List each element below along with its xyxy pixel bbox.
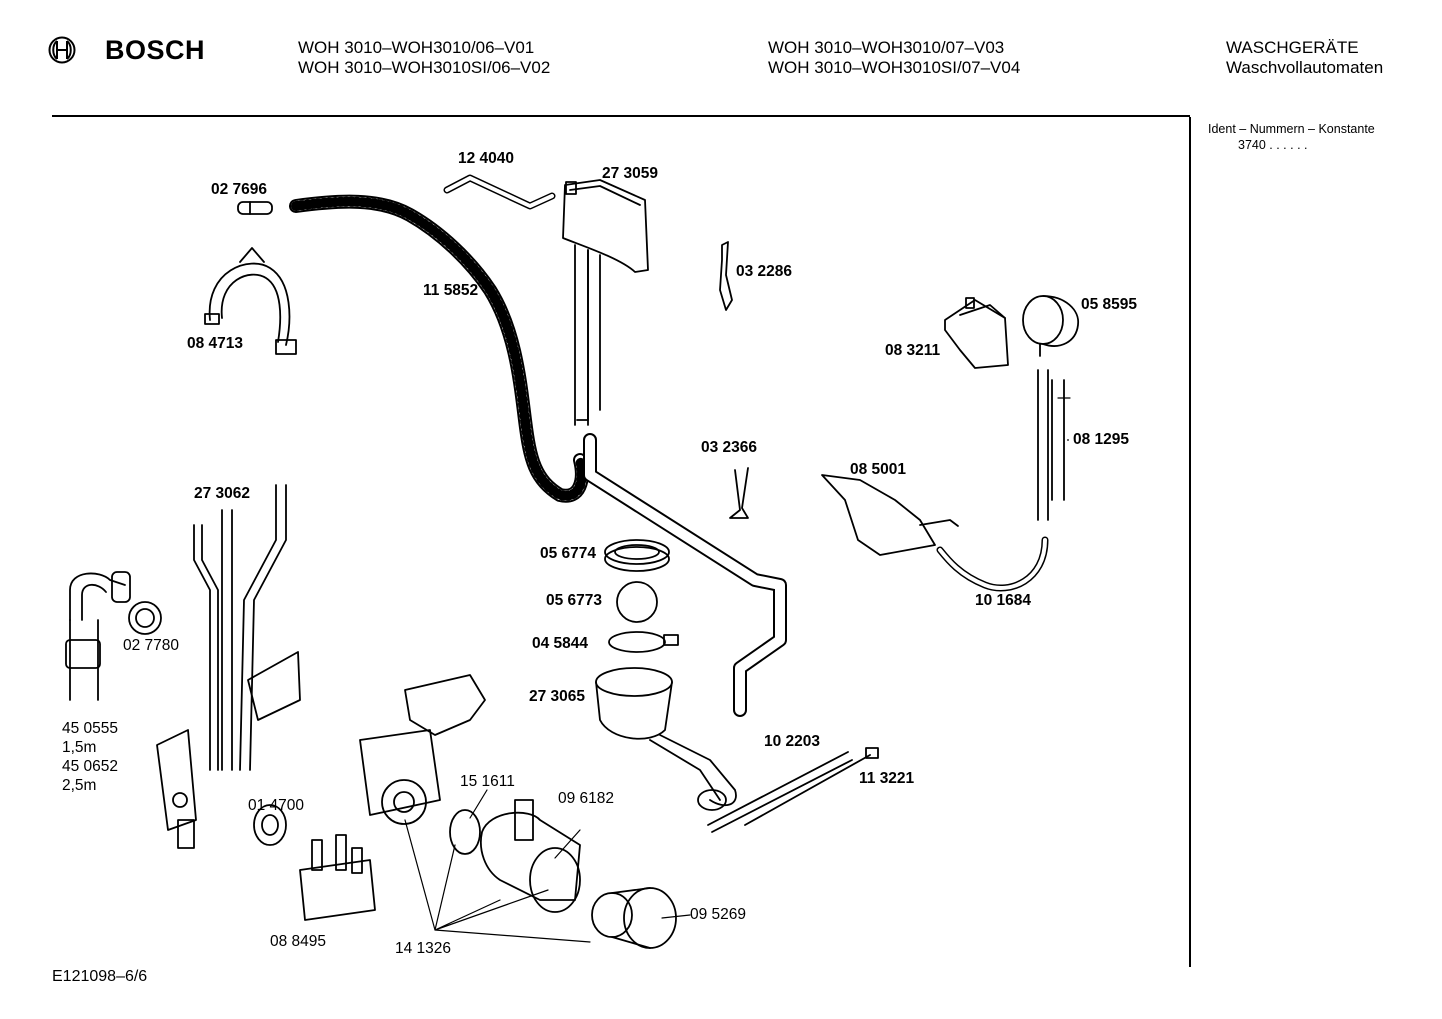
label-027780: 02 7780	[123, 637, 180, 654]
label-014700: 01 4700	[248, 797, 305, 814]
category-subtitle: Waschvollautomaten	[1226, 58, 1384, 77]
label-25m: 2,5m	[62, 777, 97, 794]
category-title: WASCHGERÄTE	[1226, 38, 1359, 57]
housing-096182	[480, 799, 581, 913]
bosch-logo-icon	[48, 36, 76, 64]
brand-name: BOSCH	[105, 35, 206, 65]
label-102203: 10 2203	[764, 733, 821, 750]
label-095269: 09 5269	[690, 906, 747, 923]
filter-095269	[591, 887, 677, 949]
sidebar-divider	[1189, 117, 1191, 967]
chamber-085001	[821, 474, 959, 556]
tubes-273062	[193, 484, 287, 771]
hose-101684	[936, 536, 1049, 592]
label-141326: 14 1326	[395, 940, 452, 957]
mounting-plate	[156, 729, 197, 831]
label-450555: 45 0555	[62, 720, 119, 737]
pressure-switch-058595	[1022, 295, 1079, 357]
label-124040: 12 4040	[458, 150, 515, 167]
label-113221: 11 3221	[859, 770, 915, 787]
clamp-084713	[204, 247, 297, 355]
label-450652: 45 0652	[62, 758, 119, 775]
oring-151611	[449, 809, 481, 855]
label-273065: 27 3065	[529, 688, 586, 705]
ball-056773	[616, 581, 658, 623]
header-divider	[52, 115, 1190, 117]
rod-102203	[707, 751, 853, 833]
label-085001: 08 5001	[850, 461, 907, 478]
hose-115852	[289, 194, 589, 503]
label-273059: 27 3059	[602, 165, 659, 182]
model-right-2: WOH 3010–WOH3010SI/07–V04	[768, 58, 1021, 77]
label-032286: 03 2286	[736, 263, 793, 280]
sump-273065	[595, 667, 737, 811]
label-151611: 15 1611	[460, 773, 515, 790]
clamp-045844	[608, 631, 666, 653]
drawing-code: E121098–6/6	[52, 968, 148, 985]
label-084713: 08 4713	[187, 335, 244, 352]
label-058595: 05 8595	[1081, 296, 1138, 313]
clip-032286	[719, 241, 733, 311]
valve-088495	[299, 834, 376, 921]
label-027696: 02 7696	[211, 181, 268, 198]
label-115852: 11 5852	[423, 282, 479, 299]
label-045844: 04 5844	[532, 635, 589, 652]
label-088495: 08 8495	[270, 933, 327, 950]
holder-083211	[944, 297, 1009, 369]
rod-113221	[744, 754, 871, 826]
elbow-hose	[65, 571, 162, 701]
label-083211: 08 3211	[885, 342, 941, 359]
tubes-081295	[1037, 369, 1069, 521]
label-056773: 05 6773	[546, 592, 603, 609]
label-056774: 05 6774	[540, 545, 597, 562]
pump-motor	[359, 674, 486, 825]
label-15m: 1,5m	[62, 739, 97, 756]
ident-title: Ident – Nummern – Konstante	[1208, 122, 1375, 136]
coil-014700	[253, 804, 287, 846]
model-right-1: WOH 3010–WOH3010/07–V03	[768, 38, 1005, 57]
ring-056774	[604, 539, 670, 565]
label-081295: 08 1295	[1073, 431, 1130, 448]
label-273062: 27 3062	[194, 485, 251, 502]
bracket-273059	[562, 179, 649, 426]
model-left-1: WOH 3010–WOH3010/06–V01	[298, 38, 535, 57]
model-left-2: WOH 3010–WOH3010SI/06–V02	[298, 58, 551, 77]
connector-027696	[237, 201, 273, 215]
label-096182: 09 6182	[558, 790, 615, 807]
ident-value: 3740 . . . . . .	[1238, 138, 1308, 152]
bracket-plate	[247, 651, 301, 721]
clip-032366	[729, 467, 749, 519]
label-101684: 10 1684	[975, 592, 1032, 609]
label-032366: 03 2366	[701, 439, 758, 456]
